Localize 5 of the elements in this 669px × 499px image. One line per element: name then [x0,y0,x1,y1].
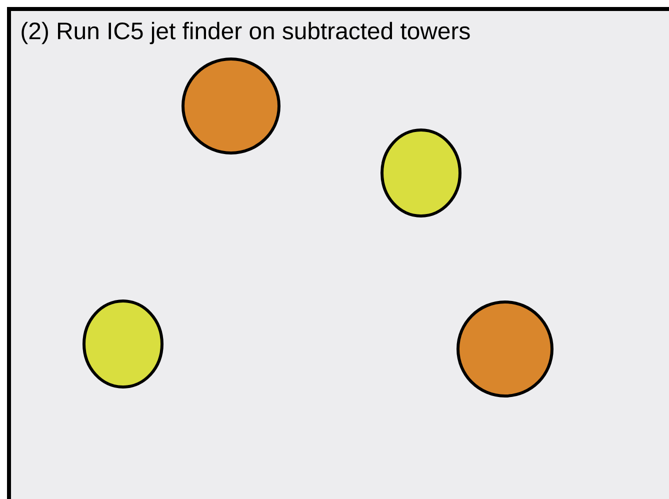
jet-circle [182,58,280,154]
jet-circle [380,128,462,218]
panel-title: (2) Run IC5 jet finder on subtracted towers [22,22,470,44]
jet-circle [456,300,554,398]
jet-circle [82,300,164,388]
